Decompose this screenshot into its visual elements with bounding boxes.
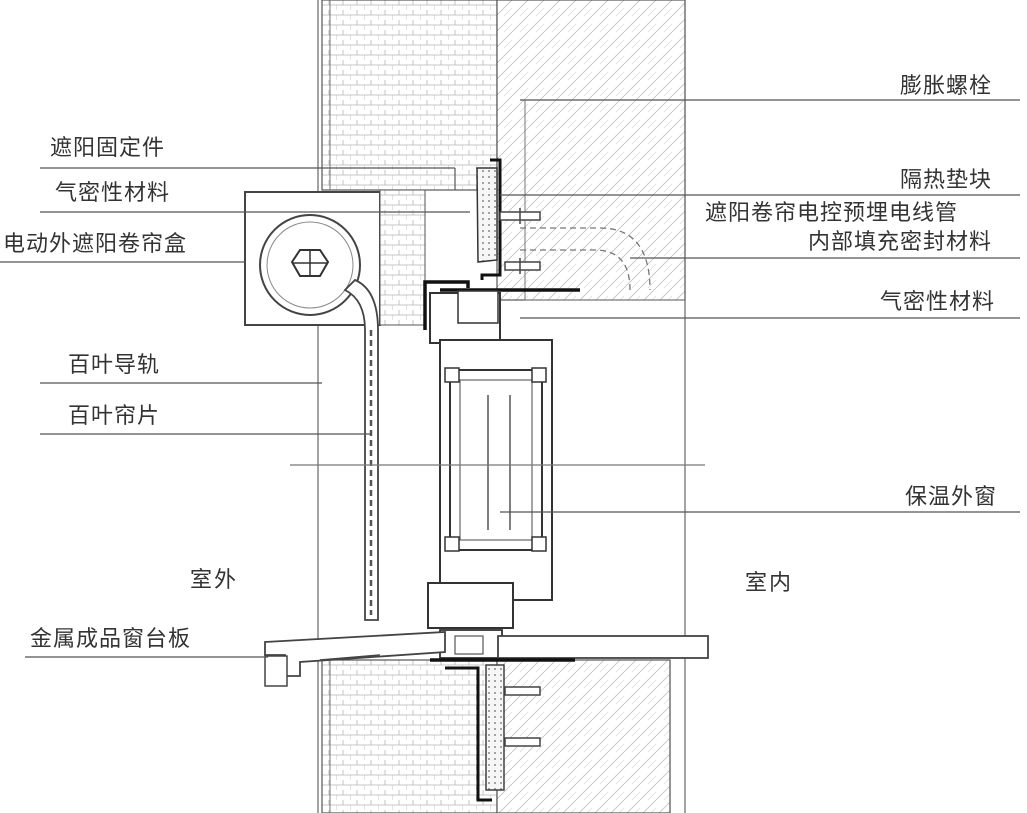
label-airtight-material-left: 气密性材料 bbox=[55, 181, 171, 206]
label-insulated-window: 保温外窗 bbox=[905, 485, 998, 510]
label-blind-guide-rail: 百叶导轨 bbox=[68, 353, 161, 378]
airtight-strip-top bbox=[476, 158, 502, 280]
label-sunshade-fixing: 遮阳固定件 bbox=[50, 136, 166, 161]
label-metal-window-sill: 金属成品窗台板 bbox=[30, 627, 192, 652]
label-roller-shutter-box: 电动外遮阳卷帘盒 bbox=[3, 232, 188, 257]
window-sash bbox=[439, 339, 553, 601]
embedded-conduit bbox=[520, 227, 651, 291]
leader-lines bbox=[0, 99, 1020, 658]
box-side-insulation bbox=[379, 189, 426, 326]
insulation-layer-top bbox=[321, 0, 498, 191]
label-insulation-pad: 隔热垫块 bbox=[900, 168, 993, 193]
label-airtight-material-right: 气密性材料 bbox=[880, 290, 996, 315]
label-conduit-line1: 遮阳卷帘电控预埋电线管 bbox=[705, 201, 959, 226]
concrete-wall-bottom bbox=[496, 659, 671, 813]
concrete-wall-top bbox=[496, 0, 686, 301]
expansion-bolts-top bbox=[499, 208, 541, 274]
label-conduit-line2: 内部填充密封材料 bbox=[808, 230, 993, 255]
window-frame-top bbox=[423, 280, 580, 344]
roller-shutter-box bbox=[244, 191, 381, 326]
window-frame-bottom bbox=[427, 582, 514, 659]
airtight-strip-bottom bbox=[430, 658, 575, 802]
wall-outline-lines bbox=[317, 0, 686, 813]
label-expansion-bolt: 膨胀螺栓 bbox=[900, 74, 993, 99]
expansion-bolts-bottom bbox=[504, 686, 541, 747]
label-blind-slat: 百叶帘片 bbox=[68, 404, 161, 429]
label-outdoor: 室外 bbox=[190, 568, 239, 593]
blind-guide-rail bbox=[343, 278, 379, 621]
insulation-layer-bottom bbox=[321, 659, 498, 813]
label-indoor: 室内 bbox=[745, 571, 794, 596]
window-sill-boards bbox=[264, 631, 709, 687]
